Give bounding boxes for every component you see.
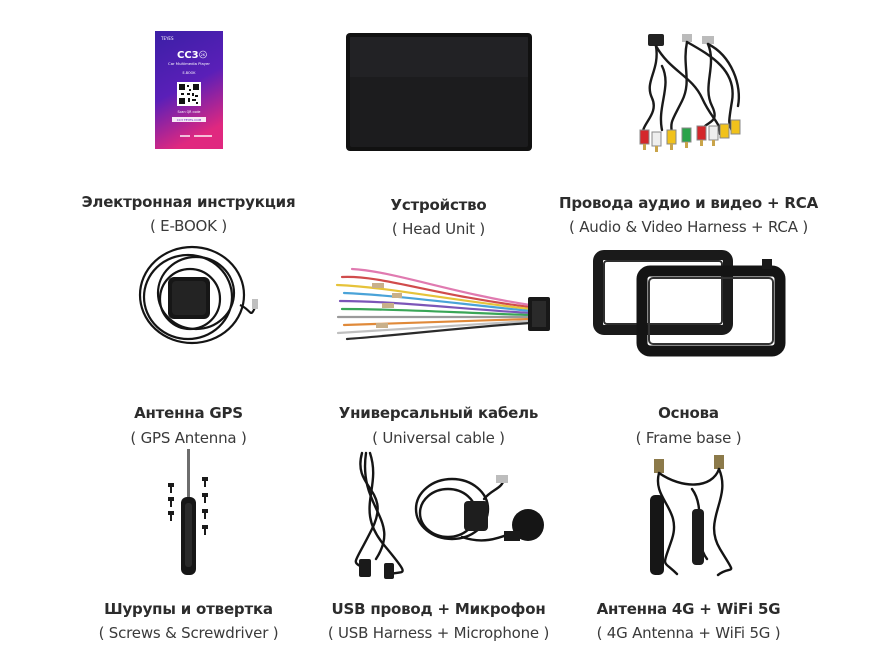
gps-antenna-icon <box>42 235 335 395</box>
item-title: Антенна 4G + WiFi 5G <box>596 600 781 618</box>
item-subtitle: ( Audio & Video Harness + RCA ) <box>569 218 808 236</box>
item-subtitle: ( Universal cable ) <box>372 429 505 447</box>
item-gps-antenna: Антенна GPS ( GPS Antenna ) <box>42 235 335 457</box>
4g-wifi-antenna-icon <box>542 449 835 609</box>
item-frame-base: Основа ( Frame base ) <box>542 235 835 457</box>
ebook-scan-text: Scan QR code <box>178 110 201 114</box>
item-subtitle: ( 4G Antenna + WiFi 5G ) <box>596 624 781 642</box>
item-title: Основа <box>658 404 719 422</box>
item-usb-microphone: USB провод + Микрофон ( USB Harness + Mi… <box>292 449 585 671</box>
item-title: Антенна GPS <box>134 404 243 422</box>
item-subtitle: ( Frame base ) <box>635 429 742 447</box>
item-title: Универсальный кабель <box>338 404 539 422</box>
item-title: Провода аудио и видео + RCA <box>558 194 818 212</box>
item-subtitle: ( Head Unit ) <box>391 220 486 238</box>
ebook-link-text: CC3 TEYES.COM <box>177 118 202 122</box>
ebook-product: Car Multimedia Player <box>168 61 210 66</box>
item-subtitle: ( Screws & Screwdriver ) <box>98 624 279 642</box>
ebook-label: E-BOOK <box>182 71 196 75</box>
item-title: Электронная инструкция <box>81 193 296 211</box>
item-title: Шурупы и отвертка <box>104 600 273 618</box>
item-subtitle: ( E-BOOK ) <box>149 217 228 235</box>
item-4g-wifi-antenna: Антенна 4G + WiFi 5G ( 4G Antenna + WiFi… <box>542 449 835 671</box>
rca-harness-icon <box>542 26 835 186</box>
ebook-brand: TEYES <box>160 36 174 41</box>
item-subtitle: ( GPS Antenna ) <box>130 429 247 447</box>
item-ebook: TEYES CC3 2K Car Multimedia Player E-BOO… <box>42 25 335 247</box>
item-rca-harness: Провода аудио и видео + RCA ( Audio & Vi… <box>542 26 835 248</box>
usb-microphone-icon <box>292 449 585 609</box>
item-title: USB провод + Микрофон <box>331 600 546 618</box>
ebook-model: CC3 <box>177 50 199 61</box>
item-universal-cable: Универсальный кабель ( Universal cable ) <box>292 235 585 457</box>
ebook-badge: 2K <box>201 53 206 57</box>
screwdriver-icon <box>42 449 335 609</box>
ebook-card-icon: TEYES CC3 2K Car Multimedia Player E-BOO… <box>42 25 335 185</box>
item-head-unit: Устройство ( Head Unit ) <box>292 28 585 250</box>
item-screws: Шурупы и отвертка ( Screws & Screwdriver… <box>42 449 335 671</box>
universal-cable-icon <box>292 235 585 395</box>
item-subtitle: ( USB Harness + Microphone ) <box>327 624 550 642</box>
item-title: Устройство <box>390 196 487 214</box>
frame-base-icon <box>542 235 835 395</box>
head-unit-icon <box>292 28 585 188</box>
